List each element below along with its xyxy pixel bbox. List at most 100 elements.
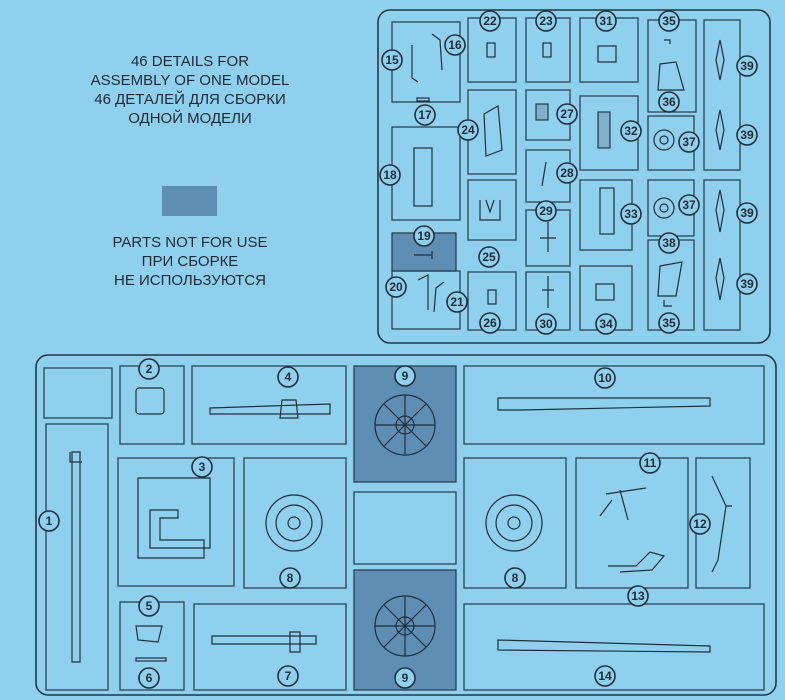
svg-text:31: 31 <box>599 14 613 28</box>
callout-35-bottom: 35 <box>658 312 680 334</box>
callout-12: 12 <box>689 513 711 535</box>
svg-text:33: 33 <box>624 207 638 221</box>
part-7 <box>211 631 317 653</box>
svg-text:9: 9 <box>402 369 409 383</box>
svg-text:37: 37 <box>682 135 696 149</box>
part-37-hub-b <box>659 203 669 213</box>
legend-line: PARTS NOT FOR USE <box>112 234 268 251</box>
part-6 <box>135 657 167 662</box>
cell-center-blank <box>353 491 457 565</box>
part-34 <box>595 283 615 301</box>
callout-28: 28 <box>556 162 578 184</box>
part-35-bottom <box>663 300 672 307</box>
svg-text:9: 9 <box>402 671 409 685</box>
callout-39b: 39 <box>736 124 758 146</box>
part-27 <box>535 103 549 121</box>
callout-8-right: 8 <box>504 567 526 589</box>
svg-text:11: 11 <box>644 456 657 470</box>
cell-8-left <box>243 457 347 589</box>
callout-26: 26 <box>479 312 501 334</box>
part-39c <box>715 189 725 233</box>
part-9-spokes-bottom <box>375 596 435 656</box>
callout-21: 21 <box>446 291 468 313</box>
callout-1: 1 <box>38 510 60 532</box>
svg-text:14: 14 <box>598 669 612 683</box>
svg-text:30: 30 <box>539 317 553 331</box>
callout-39d: 39 <box>736 273 758 295</box>
callout-37a: 37 <box>678 131 700 153</box>
part-14-trail <box>497 639 711 653</box>
info-line: ОДНОЙ МОДЕЛИ <box>128 110 252 127</box>
callout-22: 22 <box>479 10 501 32</box>
svg-text:22: 22 <box>483 14 497 28</box>
callout-15: 15 <box>381 49 403 71</box>
part-4 <box>209 399 331 419</box>
svg-text:38: 38 <box>662 236 676 250</box>
svg-text:8: 8 <box>287 571 294 585</box>
cell-blank <box>43 367 113 419</box>
svg-text:5: 5 <box>146 599 153 613</box>
part-36 <box>657 61 685 91</box>
part-38 <box>657 261 683 297</box>
unused-parts-legend: PARTS NOT FOR USE ПРИ СБОРКЕ НЕ ИСПОЛЬЗУ… <box>60 233 320 290</box>
cell-3 <box>117 457 235 587</box>
svg-text:13: 13 <box>631 589 645 603</box>
part-37-gear-b <box>653 197 675 219</box>
svg-text:29: 29 <box>539 204 553 218</box>
callout-18: 18 <box>379 164 401 186</box>
svg-text:28: 28 <box>560 166 574 180</box>
part-8-wheel-left <box>265 494 323 552</box>
part-8-rim-right <box>495 504 533 542</box>
callout-7: 7 <box>277 665 299 687</box>
callout-27: 27 <box>556 103 578 125</box>
part-29 <box>540 222 556 252</box>
svg-text:35: 35 <box>662 316 676 330</box>
part-8-hub-left <box>287 516 301 530</box>
callout-2: 2 <box>138 358 160 380</box>
unused-parts-swatch <box>162 186 217 216</box>
callout-31: 31 <box>595 10 617 32</box>
callout-35-top: 35 <box>658 10 680 32</box>
svg-text:6: 6 <box>146 671 153 685</box>
svg-text:34: 34 <box>599 317 613 331</box>
callout-14: 14 <box>594 665 616 687</box>
svg-text:3: 3 <box>199 460 206 474</box>
part-18-plate <box>413 147 433 207</box>
part-16-rod <box>431 33 443 71</box>
top-sprue-frame <box>377 9 771 344</box>
part-19 <box>414 251 433 259</box>
part-37-gear-a <box>653 129 675 151</box>
part-37-hub-a <box>659 135 669 145</box>
callout-6: 6 <box>138 667 160 689</box>
bottom-sprue <box>35 354 777 696</box>
part-20-rod <box>417 274 429 310</box>
part-39b <box>715 109 725 151</box>
part-12 <box>711 475 732 573</box>
svg-text:25: 25 <box>482 250 496 264</box>
part-39d <box>715 257 725 301</box>
info-line: 46 DETAILS FOR <box>130 53 250 70</box>
svg-text:17: 17 <box>418 108 432 122</box>
svg-text:24: 24 <box>461 123 475 137</box>
part-22 <box>486 42 496 58</box>
svg-text:10: 10 <box>598 371 612 385</box>
svg-text:21: 21 <box>450 295 464 309</box>
callout-30: 30 <box>535 313 557 335</box>
callout-39a: 39 <box>736 55 758 77</box>
part-39a <box>715 39 725 81</box>
callout-34: 34 <box>595 313 617 335</box>
svg-text:20: 20 <box>389 280 403 294</box>
svg-text:16: 16 <box>448 38 462 52</box>
part-33 <box>599 187 615 235</box>
svg-text:23: 23 <box>539 14 553 28</box>
cell-25 <box>467 179 517 241</box>
cell-14 <box>463 603 765 691</box>
svg-text:39: 39 <box>740 277 754 291</box>
part-25 <box>479 199 501 221</box>
svg-text:26: 26 <box>483 316 497 330</box>
part-17 <box>416 97 430 102</box>
info-line: ASSEMBLY OF ONE MODEL <box>90 72 290 89</box>
callout-17: 17 <box>414 104 436 126</box>
callouts: 15 16 17 18 19 20 21 22 24 25 26 23 27 2… <box>38 10 758 689</box>
